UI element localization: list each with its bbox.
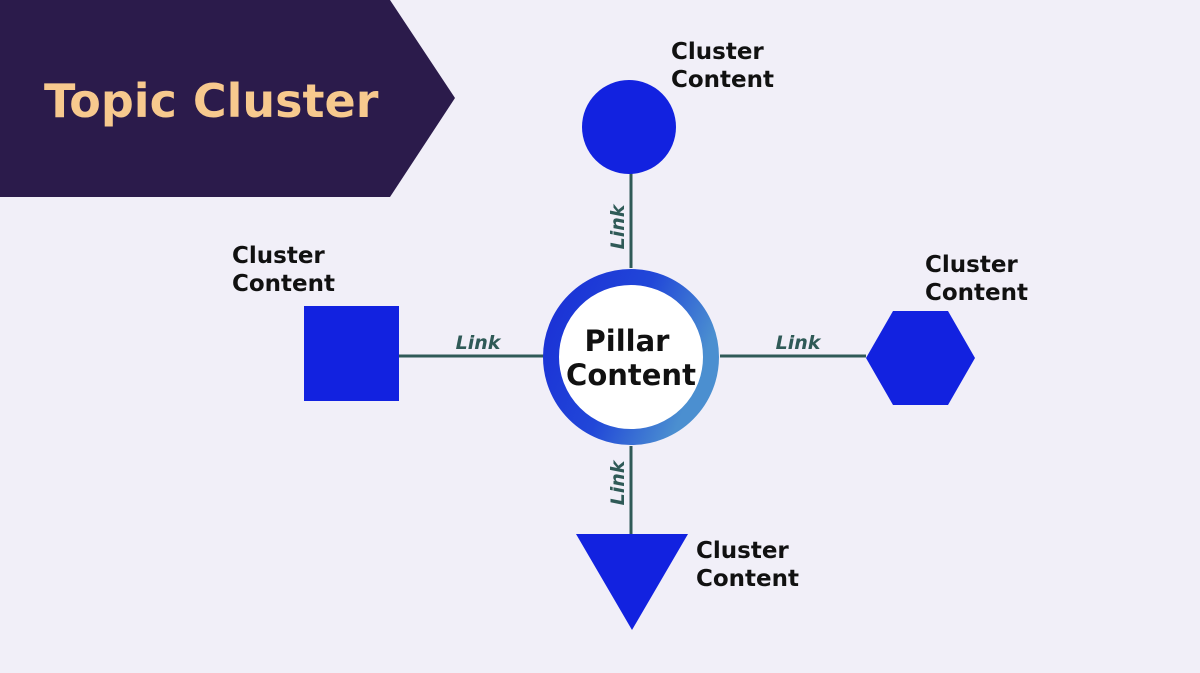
- pillar-label-line1: Pillar: [585, 324, 671, 358]
- link-label-right: Link: [776, 332, 822, 354]
- cluster-hexagon-shape: [866, 311, 975, 405]
- cluster-left-label-line2: Content: [232, 271, 335, 297]
- cluster-circle-shape: [582, 80, 676, 174]
- title-banner: [0, 0, 455, 197]
- cluster-square-shape: [304, 306, 399, 401]
- cluster-bottom-label-line1: Cluster: [696, 538, 789, 564]
- pillar-label-line2: Content: [566, 358, 696, 392]
- cluster-right-label-line1: Cluster: [925, 252, 1018, 278]
- cluster-top-label-line1: Cluster: [671, 39, 764, 65]
- cluster-left-label-line1: Cluster: [232, 243, 325, 269]
- page-title: Topic Cluster: [44, 74, 379, 128]
- link-label-left: Link: [456, 332, 502, 354]
- cluster-bottom-label-line2: Content: [696, 566, 799, 592]
- link-label-top: Link: [607, 203, 629, 249]
- pillar-ring: [543, 269, 719, 445]
- link-label-bottom: Link: [607, 459, 629, 505]
- cluster-triangle-shape: [576, 534, 688, 630]
- cluster-top-label-line2: Content: [671, 67, 774, 93]
- cluster-right-label-line2: Content: [925, 280, 1028, 306]
